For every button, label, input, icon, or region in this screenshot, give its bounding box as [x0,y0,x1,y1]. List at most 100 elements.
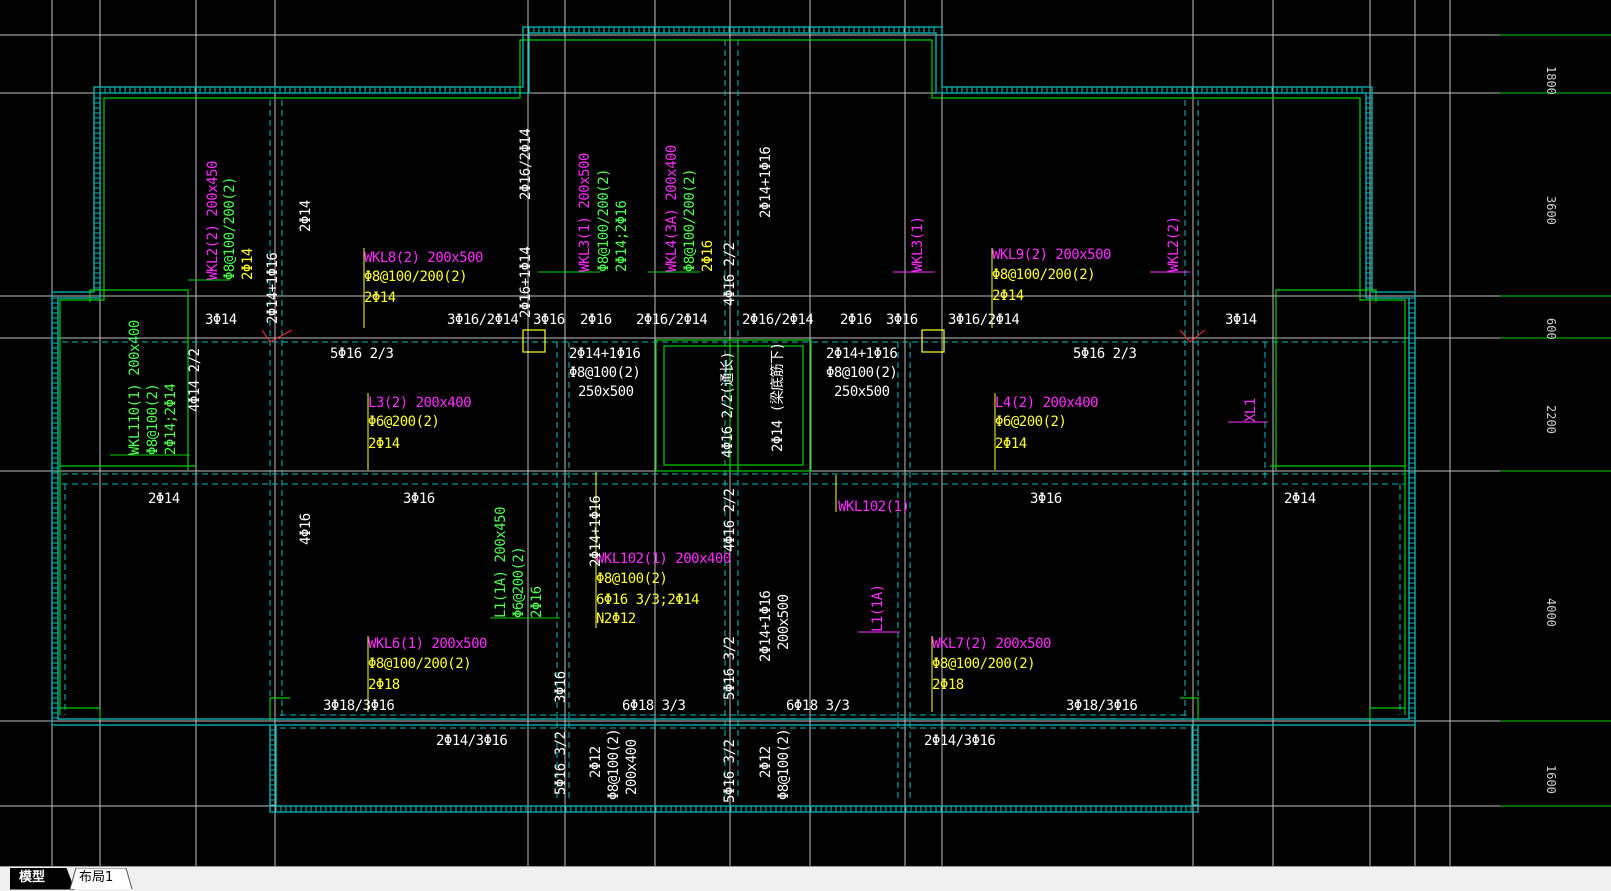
cad-text-annotations-l1_left-name: L1(1A) 200x450 [493,506,509,618]
drawing-svg [0,0,1611,866]
cad-text-white_labels-v2: 2Φ16/2Φ14 [518,128,534,200]
cad-text-annotations-l4-name: L4(2) 200x400 [995,395,1099,411]
cad-text-annotations-wkl7-bar: 2Φ18 [932,677,964,693]
cad-text-annotations-wkl102_center-name: WKL102(1) 200x400 [596,551,731,567]
ruler-label: 600 [1544,318,1558,340]
ruler-label: 1800 [1544,66,1558,95]
tab-layout1-shape [70,868,133,890]
cad-text-annotations-wkl6-bar: 2Φ18 [368,677,400,693]
cad-text-annotations-wkl2_right-name: WKL2(2) [1166,216,1182,272]
cad-text-white_labels-v17: 200x400 [624,739,640,795]
cad-text-white_labels-t13: 5Φ16 2/3 [1073,346,1137,362]
columns [522,329,945,353]
cad-text-annotations-l1_right-name: L1(1A) [870,584,886,632]
cad-text-white_labels-v15: 2Φ12 [588,746,604,778]
cad-text-annotations-wkl102_center-torsion: N2Φ12 [596,611,636,627]
cad-text-annotations-l3-bar: 2Φ14 [368,436,400,452]
cad-text-annotations-wkl8-bar: 2Φ14 [364,290,396,306]
cad-text-white_labels-t19: 6Φ18 3/3 [622,698,686,714]
tab-layout1-label: 布局1 [79,870,114,885]
cad-text-white_labels-t4: 3Φ16 [533,312,565,328]
cad-text-annotations-wkl3_left-bar: 2Φ14;2Φ16 [614,200,630,272]
ruler-ticks [1500,34,1611,807]
cad-text-white_labels-v7: 4Φ16 [298,513,314,545]
cad-text-white_labels-v9: 4Φ16 2/2 [722,488,738,552]
ruler-label: 4000 [1544,598,1558,627]
section-markers [261,329,1206,343]
cad-text-white_labels-t18: 3Φ18/3Φ16 [323,698,395,714]
cad-text-annotations-core_note_2: 4Φ16 2/2(通长) [720,351,736,458]
cad-text-white_labels-v6: 4Φ14 2/2 [187,348,203,412]
cad-text-annotations-wkl110-name: WKL110(1) 200x400 [127,320,143,455]
cad-text-annotations-wkl3_left-stirrup: Φ8@100/200(2) [596,168,612,272]
leader-lines-green [110,271,700,619]
cad-text-white_labels-t23: 2Φ14/3Φ16 [924,733,996,749]
cad-text-white_labels-t6: 2Φ16/2Φ14 [636,312,708,328]
cad-text-annotations-center_right-bar: 2Φ14+1Φ16 [826,346,898,362]
cad-text-white_labels-v11: 5Φ16 3/2 [722,636,738,700]
cad-text-white_labels-t9: 3Φ16 [886,312,918,328]
cad-text-white_labels-t7: 2Φ16/2Φ14 [742,312,814,328]
cad-text-white_labels-v21: 2Φ14+1Φ16 [758,146,774,218]
cad-text-white_labels-t20: 6Φ18 3/3 [786,698,850,714]
cad-text-white_labels-t3: 3Φ16/2Φ14 [447,312,519,328]
cad-text-white_labels-t11: 3Φ14 [1225,312,1257,328]
cad-text-white_labels-v4: 2Φ14+1Φ16 [265,252,281,324]
leader-lines-magenta [858,271,1268,633]
cad-text-annotations-l3-stirrup: Φ6@200(2) [368,414,440,430]
cad-text-annotations-l3-name: L3(2) 200x400 [368,395,472,411]
cad-text-annotations-wkl9-name: WKL9(2) 200x500 [992,247,1111,263]
cad-text-annotations-center_left-bar: 2Φ14+1Φ16 [569,346,641,362]
cad-text-white_labels-t12: 5Φ16 2/3 [330,346,394,362]
cad-text-annotations-wkl7-name: WKL7(2) 200x500 [932,636,1051,652]
cad-text-white_labels-v5: 4Φ16 2/2 [722,242,738,306]
wall-hatch [52,27,1415,812]
cad-text-white_labels-t16: 3Φ16 [1030,491,1062,507]
cad-text-white_labels-v1: 2Φ14 [298,200,314,232]
cad-text-annotations-wkl110-stirrup: Φ8@100(2) [145,383,161,455]
cad-text-white_labels-t17: 2Φ14 [1284,491,1316,507]
cad-text-annotations-l1_left-stirrup: Φ6@200(2) [511,546,527,618]
cad-text-white_labels-t8: 2Φ16 [840,312,872,328]
beam-centerlines [62,40,1405,800]
tab-model-label: 模型 [19,870,46,885]
cad-text-annotations-center_right-size: 250x500 [834,384,890,400]
cad-text-white_labels-t1: 3Φ14 [205,312,237,328]
cad-text-white_labels-v19: 2Φ12 [758,746,774,778]
cad-text-annotations-wkl102_right-name: WKL102(1) [838,499,910,515]
cad-text-annotations-wkl3_left-name: WKL3(1) 200x500 [577,153,593,272]
cad-text-annotations-l4-bar: 2Φ14 [995,436,1027,452]
cad-text-white_labels-v13: 200x500 [776,594,792,650]
cad-text-annotations-l1_left-bar: 2Φ16 [529,586,545,618]
cad-text-annotations-wkl110-bar: 2Φ14;2Φ14 [163,383,179,455]
cad-text-annotations-wkl6-name: WKL6(1) 200x500 [368,636,487,652]
cad-text-annotations-wkl9-bar: 2Φ14 [992,288,1024,304]
cad-text-white_labels-v20: Φ8@100(2) [776,728,792,800]
cad-text-annotations-wkl2_left-stirrup: Φ8@100/200(2) [222,176,238,280]
tab-model[interactable]: 模型 [10,868,75,890]
cad-text-annotations-core_note: 2Φ14 (梁底筋下) [770,342,786,452]
cad-text-annotations-wkl8-stirrup: Φ8@100/200(2) [364,269,468,285]
cad-text-annotations-center_left-stirrup: Φ8@100(2) [569,365,641,381]
cad-text-annotations-xl1-name: XL1 [1243,398,1259,422]
tab-layout1[interactable]: 布局1 [70,868,133,890]
cad-model-space[interactable]: 3Φ14 3Φ16/2Φ14 3Φ16 2Φ16 2Φ16/2Φ14 2Φ16/2Φ14 2… [0,0,1611,866]
ruler-label: 2200 [1544,405,1558,434]
cad-text-annotations-wkl9-stirrup: Φ8@100/200(2) [992,267,1096,283]
cad-text-annotations-wkl6-stirrup: Φ8@100/200(2) [368,656,472,672]
cad-text-annotations-center_right-stirrup: Φ8@100(2) [826,365,898,381]
cad-text-white_labels-v10: 3Φ16 [553,671,569,703]
leader-lines [363,248,996,712]
cad-text-white_labels-t5: 2Φ16 [580,312,612,328]
cad-text-white_labels-t21: 3Φ18/3Φ16 [1066,698,1138,714]
cad-text-annotations-wkl4-bar: 2Φ16 [700,240,716,272]
slab-outline [59,39,1406,720]
layout-tab-bar: 模型 布局1 [0,866,1611,891]
cad-text-white_labels-t10: 3Φ16/2Φ14 [948,312,1020,328]
cad-text-annotations-wkl4-name: WKL4(3A) 200x400 [664,145,680,272]
cad-text-white_labels-t15: 3Φ16 [403,491,435,507]
cad-text-annotations-wkl102_center-stirrup: Φ8@100(2) [596,571,668,587]
cad-text-white_labels-v8: 2Φ14+1Φ16 [588,495,604,567]
cad-text-annotations-wkl7-stirrup: Φ8@100/200(2) [932,656,1036,672]
cad-text-white_labels-t22: 2Φ14/3Φ16 [436,733,508,749]
